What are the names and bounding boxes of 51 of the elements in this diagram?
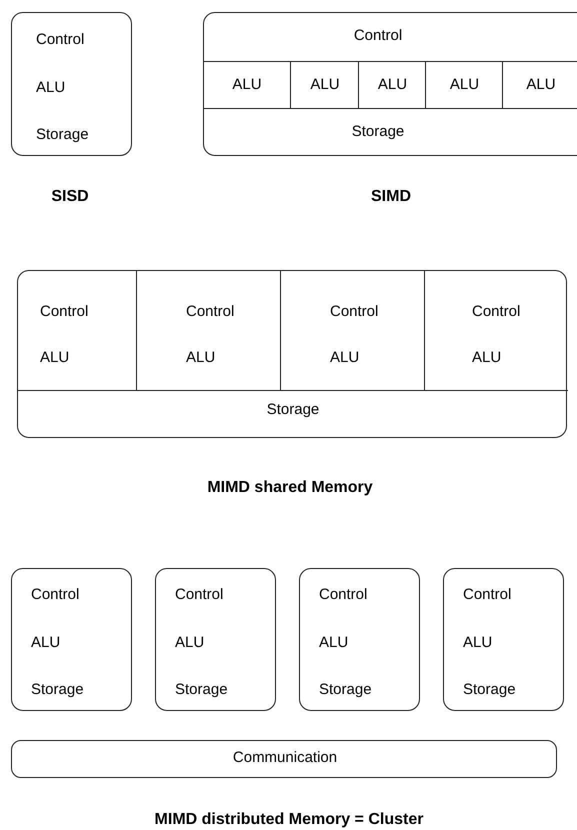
unit-label: ALU <box>330 348 360 368</box>
block-frame <box>11 740 557 778</box>
block-frame <box>443 568 564 711</box>
unit-label: ALU <box>36 78 66 98</box>
unit-cell <box>290 61 358 109</box>
unit-cell <box>425 61 502 109</box>
unit-label: ALU <box>231 75 263 95</box>
unit-label: ALU <box>40 348 70 368</box>
unit-label: Control <box>472 302 520 322</box>
unit-cell <box>18 271 137 391</box>
block-frame <box>11 12 132 156</box>
caption: SIMD <box>371 187 411 207</box>
unit-label: Storage <box>350 122 406 142</box>
block-frame <box>17 270 567 438</box>
unit-cell <box>358 61 425 109</box>
block-frame <box>299 568 420 711</box>
block-frame <box>11 568 132 711</box>
unit-label: Control <box>463 585 512 605</box>
unit-label: Storage <box>266 400 320 420</box>
unit-label: ALU <box>376 75 408 95</box>
unit-label: Storage <box>31 680 84 700</box>
unit-label: Control <box>36 30 84 50</box>
caption: MIMD shared Memory <box>207 478 373 498</box>
unit-label: ALU <box>175 633 204 653</box>
unit-label: ALU <box>31 633 60 653</box>
unit-label: Control <box>31 585 80 605</box>
unit-label: Control <box>175 585 224 605</box>
unit-label: Communication <box>232 748 338 768</box>
unit-label: Storage <box>175 680 228 700</box>
unit-label: Storage <box>463 680 516 700</box>
unit-cell <box>281 271 425 391</box>
unit-label: ALU <box>525 75 557 95</box>
unit-label: Storage <box>36 125 89 145</box>
unit-label: ALU <box>309 75 341 95</box>
unit-label: Control <box>186 302 234 322</box>
unit-label: ALU <box>448 75 480 95</box>
block-frame <box>155 568 276 711</box>
unit-label: ALU <box>319 633 348 653</box>
unit-cell <box>204 61 290 109</box>
caption: SISD <box>51 187 89 207</box>
unit-label: Storage <box>319 680 372 700</box>
unit-label: Control <box>330 302 378 322</box>
unit-label: ALU <box>472 348 502 368</box>
unit-label: Control <box>352 26 404 46</box>
block-frame <box>203 12 577 156</box>
caption: MIMD distributed Memory = Cluster <box>154 810 424 830</box>
unit-label: Control <box>319 585 368 605</box>
unit-label: ALU <box>463 633 492 653</box>
unit-cell <box>137 271 281 391</box>
unit-label: ALU <box>186 348 216 368</box>
unit-label: Control <box>40 302 88 322</box>
